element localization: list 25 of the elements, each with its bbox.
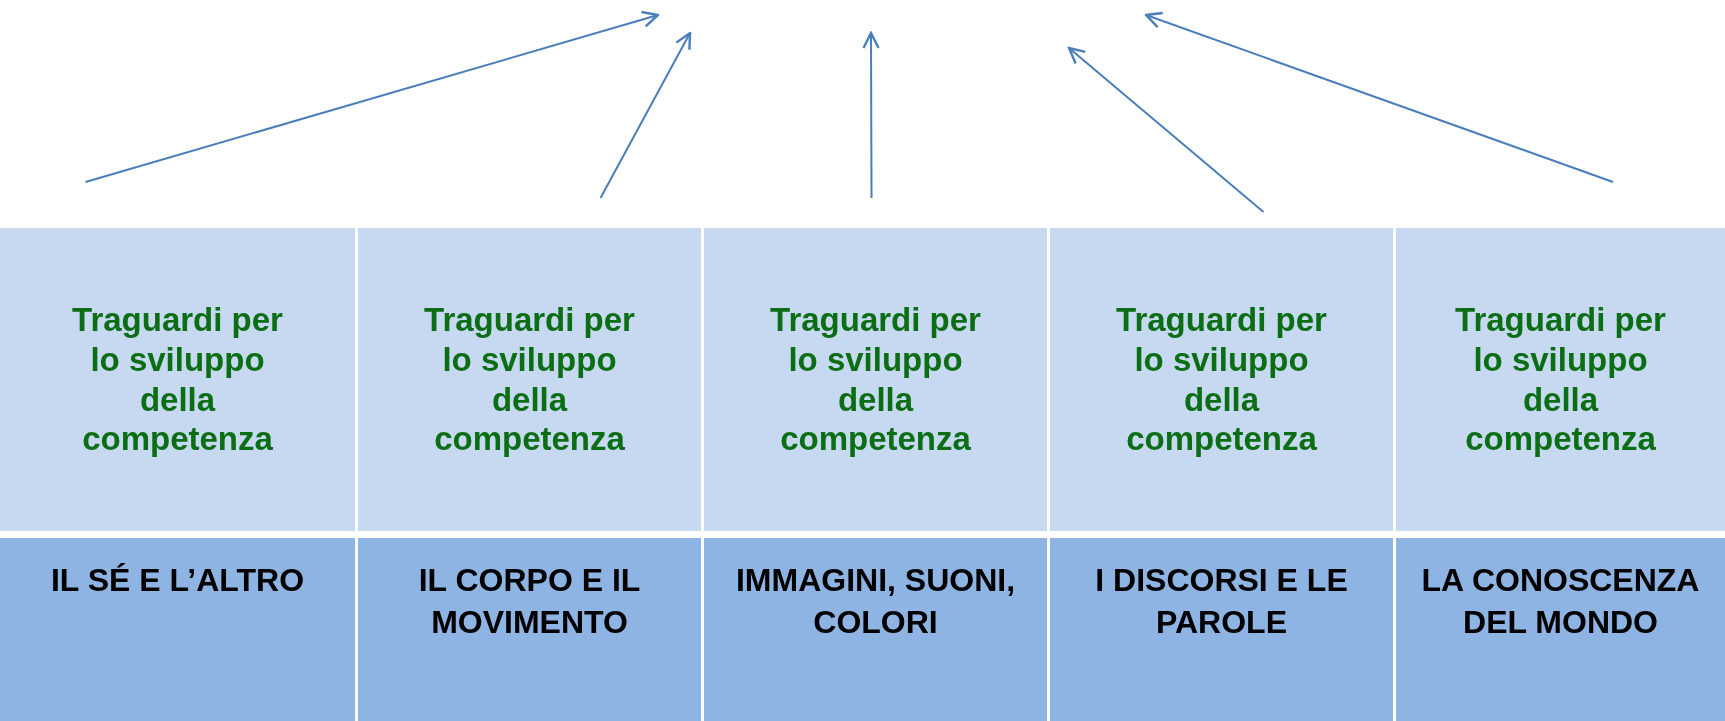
goal-text: Traguardi per lo sviluppo della competenza <box>423 300 636 459</box>
goal-cell <box>1396 228 1725 531</box>
field-cell <box>0 538 355 721</box>
goal-cell <box>0 228 355 531</box>
goal-cell <box>1050 228 1393 531</box>
goal-text: Traguardi per lo sviluppo della competenza <box>769 300 982 459</box>
arrow <box>1144 11 1614 183</box>
field-cell <box>358 538 701 721</box>
field-title: IL SÉ E L’ALTRO <box>50 561 305 600</box>
goal-cell <box>704 228 1047 531</box>
field-cell <box>1050 538 1393 721</box>
arrow <box>1067 46 1265 213</box>
field-title: I DISCORSI E LE PAROLE <box>1094 561 1349 642</box>
field-cell <box>1396 538 1725 721</box>
field-title: LA CONOSCENZA DEL MONDO <box>1420 561 1701 642</box>
goal-text: Traguardi per lo sviluppo della competenza <box>1454 300 1667 459</box>
field-cell <box>704 538 1047 721</box>
arrow <box>862 31 880 199</box>
goal-text: Traguardi per lo sviluppo della competenza <box>71 300 284 459</box>
goal-text: Traguardi per lo sviluppo della competenza <box>1115 300 1328 459</box>
goal-cell <box>358 228 701 531</box>
field-title: IL CORPO E IL MOVIMENTO <box>417 561 642 642</box>
field-title: IMMAGINI, SUONI, COLORI <box>734 561 1017 642</box>
arrow <box>599 31 692 199</box>
arrow <box>84 10 660 183</box>
